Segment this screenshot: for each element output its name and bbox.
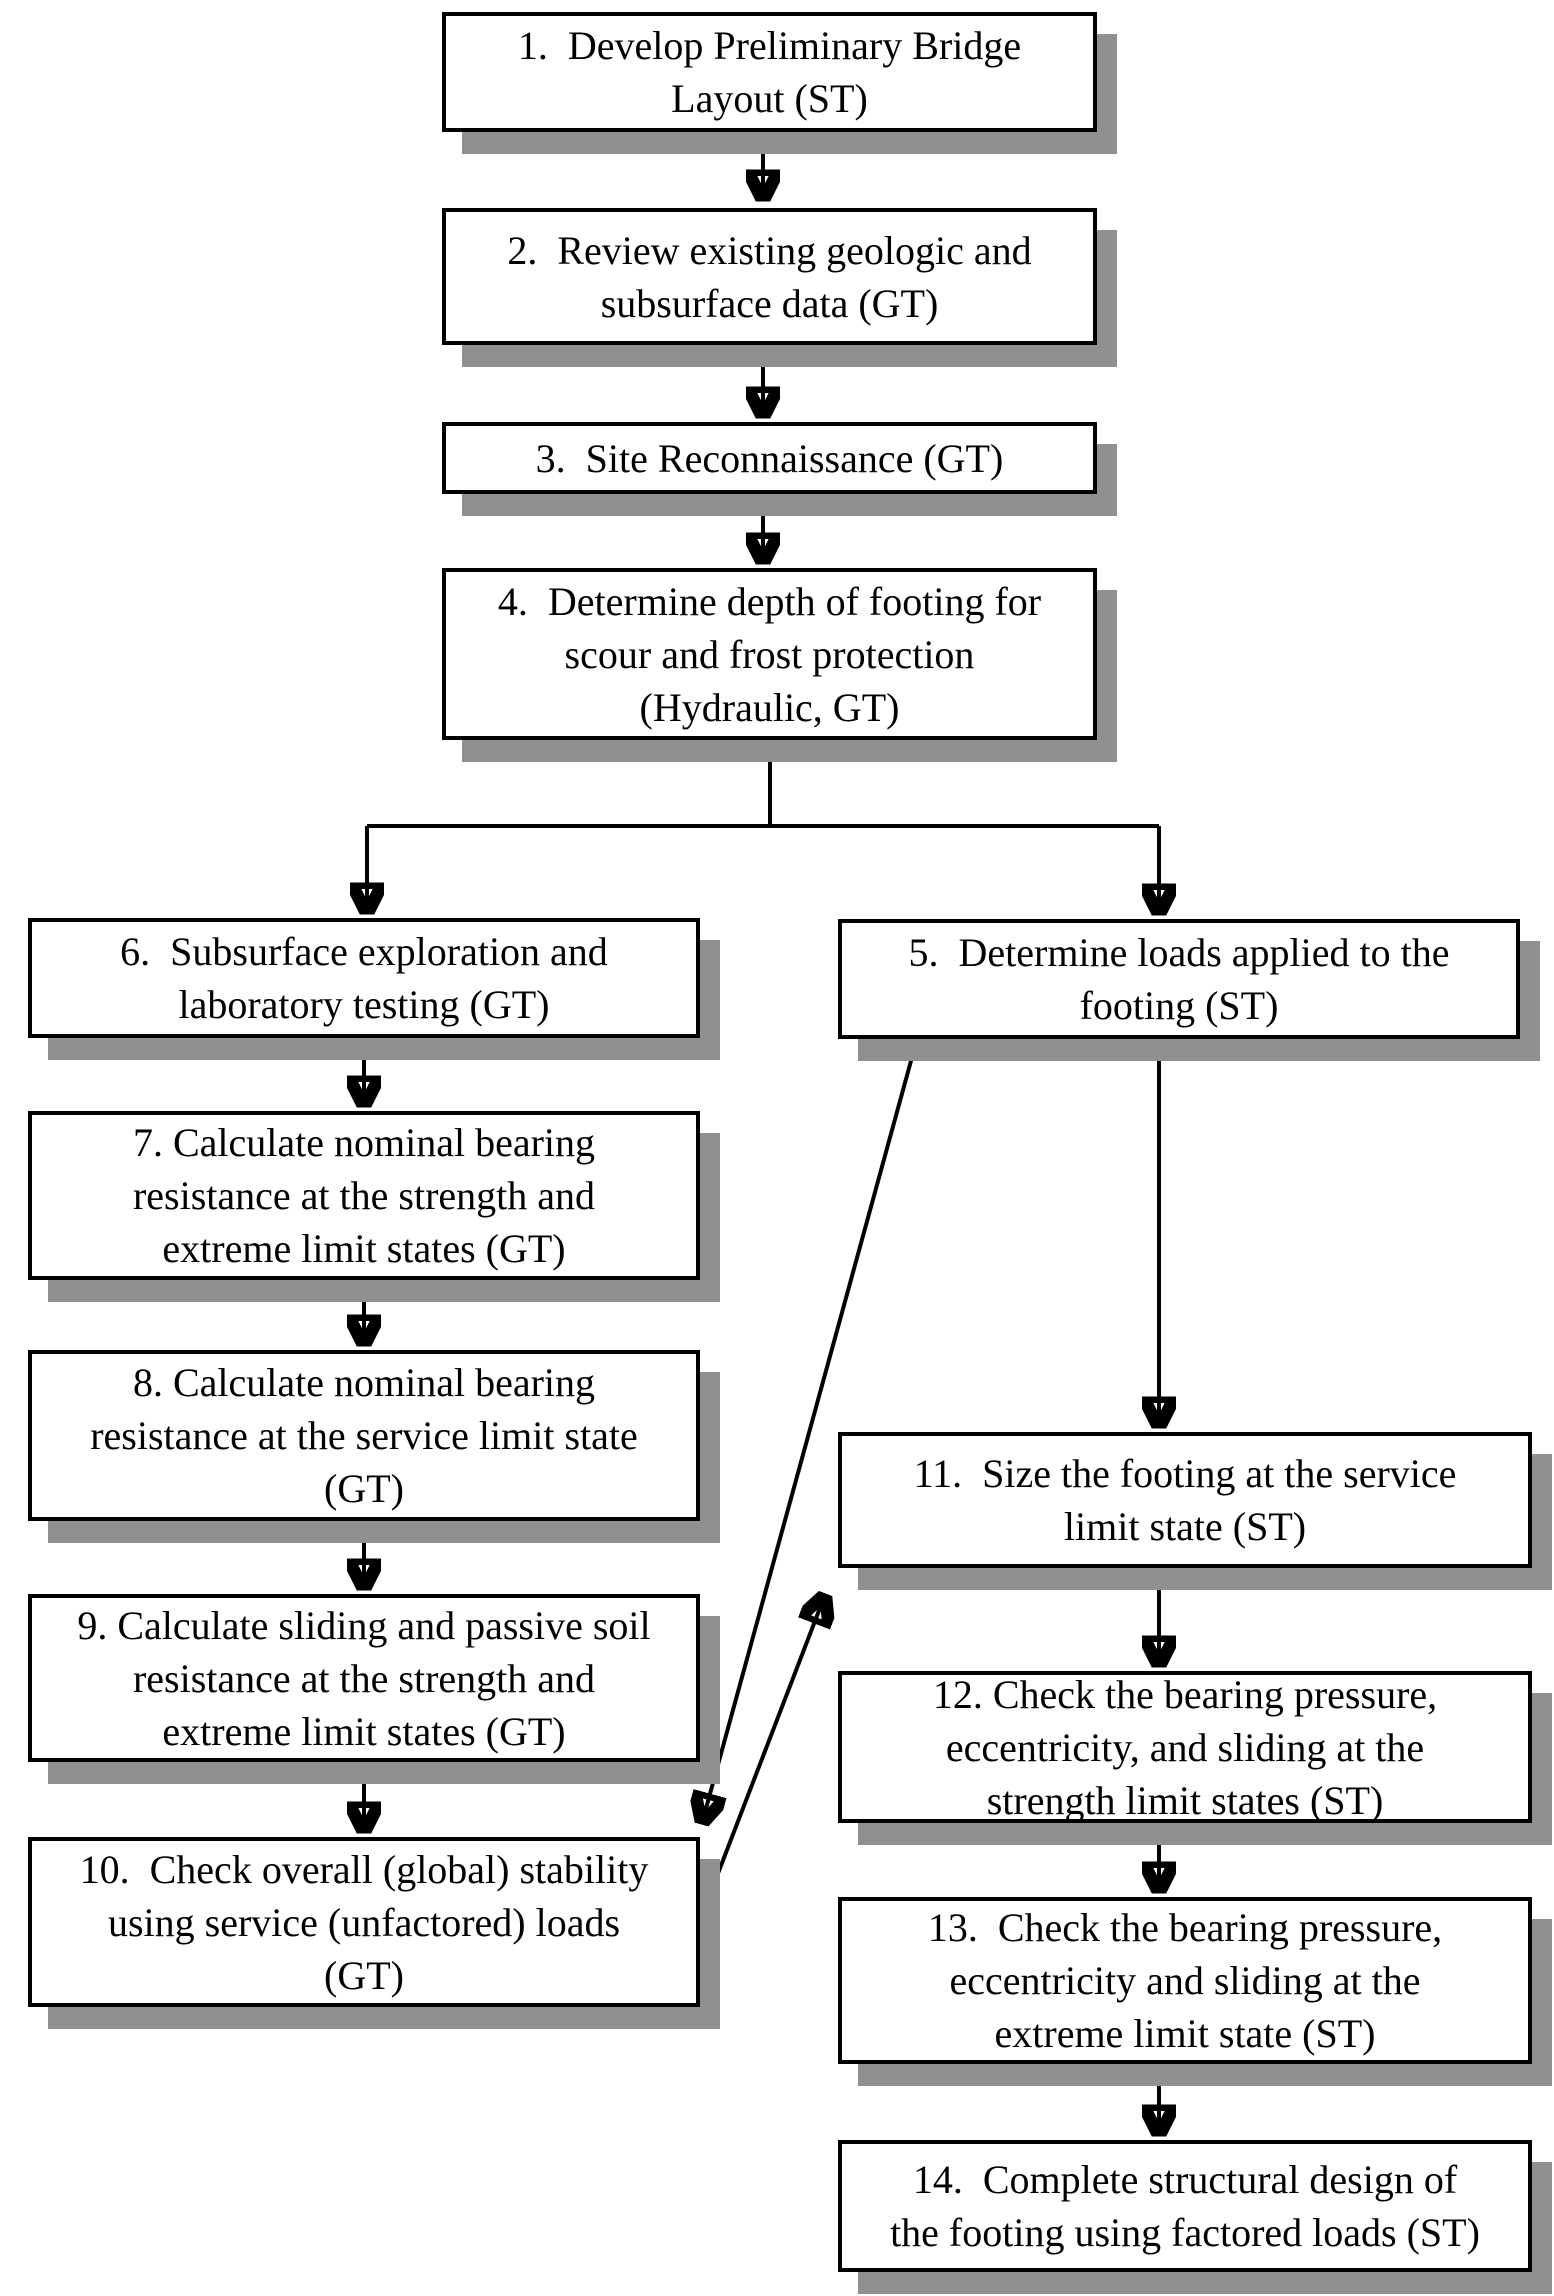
flowchart-box-12: 12. Check the bearing pressure, eccentri… [838, 1671, 1532, 1823]
flowchart-box-13: 13. Check the bearing pressure, eccentri… [838, 1897, 1532, 2064]
arrow-10-to-11-diagonal [700, 1595, 825, 1916]
flowchart-box-3: 3. Site Reconnaissance (GT) [442, 422, 1097, 494]
flowchart-box-11: 11. Size the footing at the service limi… [838, 1432, 1532, 1568]
flowchart-box-8: 8. Calculate nominal bearing resistance … [28, 1350, 700, 1521]
flowchart-box-2: 2. Review existing geologic and subsurfa… [442, 208, 1097, 345]
flowchart-box-14: 14. Complete structural design of the fo… [838, 2140, 1532, 2272]
flowchart-box-6: 6. Subsurface exploration and laboratory… [28, 918, 700, 1038]
flowchart-box-4: 4. Determine depth of footing for scour … [442, 568, 1097, 740]
flowchart-box-1: 1. Develop Preliminary Bridge Layout (ST… [442, 12, 1097, 132]
connector-branch-from-4 [367, 740, 1159, 828]
flowchart-box-10: 10. Check overall (global) stability usi… [28, 1837, 700, 2007]
legend-line-st: ST = Structural [112, 2292, 441, 2296]
flowchart-box-5: 5. Determine loads applied to the footin… [838, 919, 1520, 1039]
flowchart-box-7: 7. Calculate nominal bearing resistance … [28, 1111, 700, 1280]
flowchart-box-9: 9. Calculate sliding and passive soil re… [28, 1594, 700, 1762]
legend: ST = Structural GT = Geotechnical [112, 2172, 441, 2296]
